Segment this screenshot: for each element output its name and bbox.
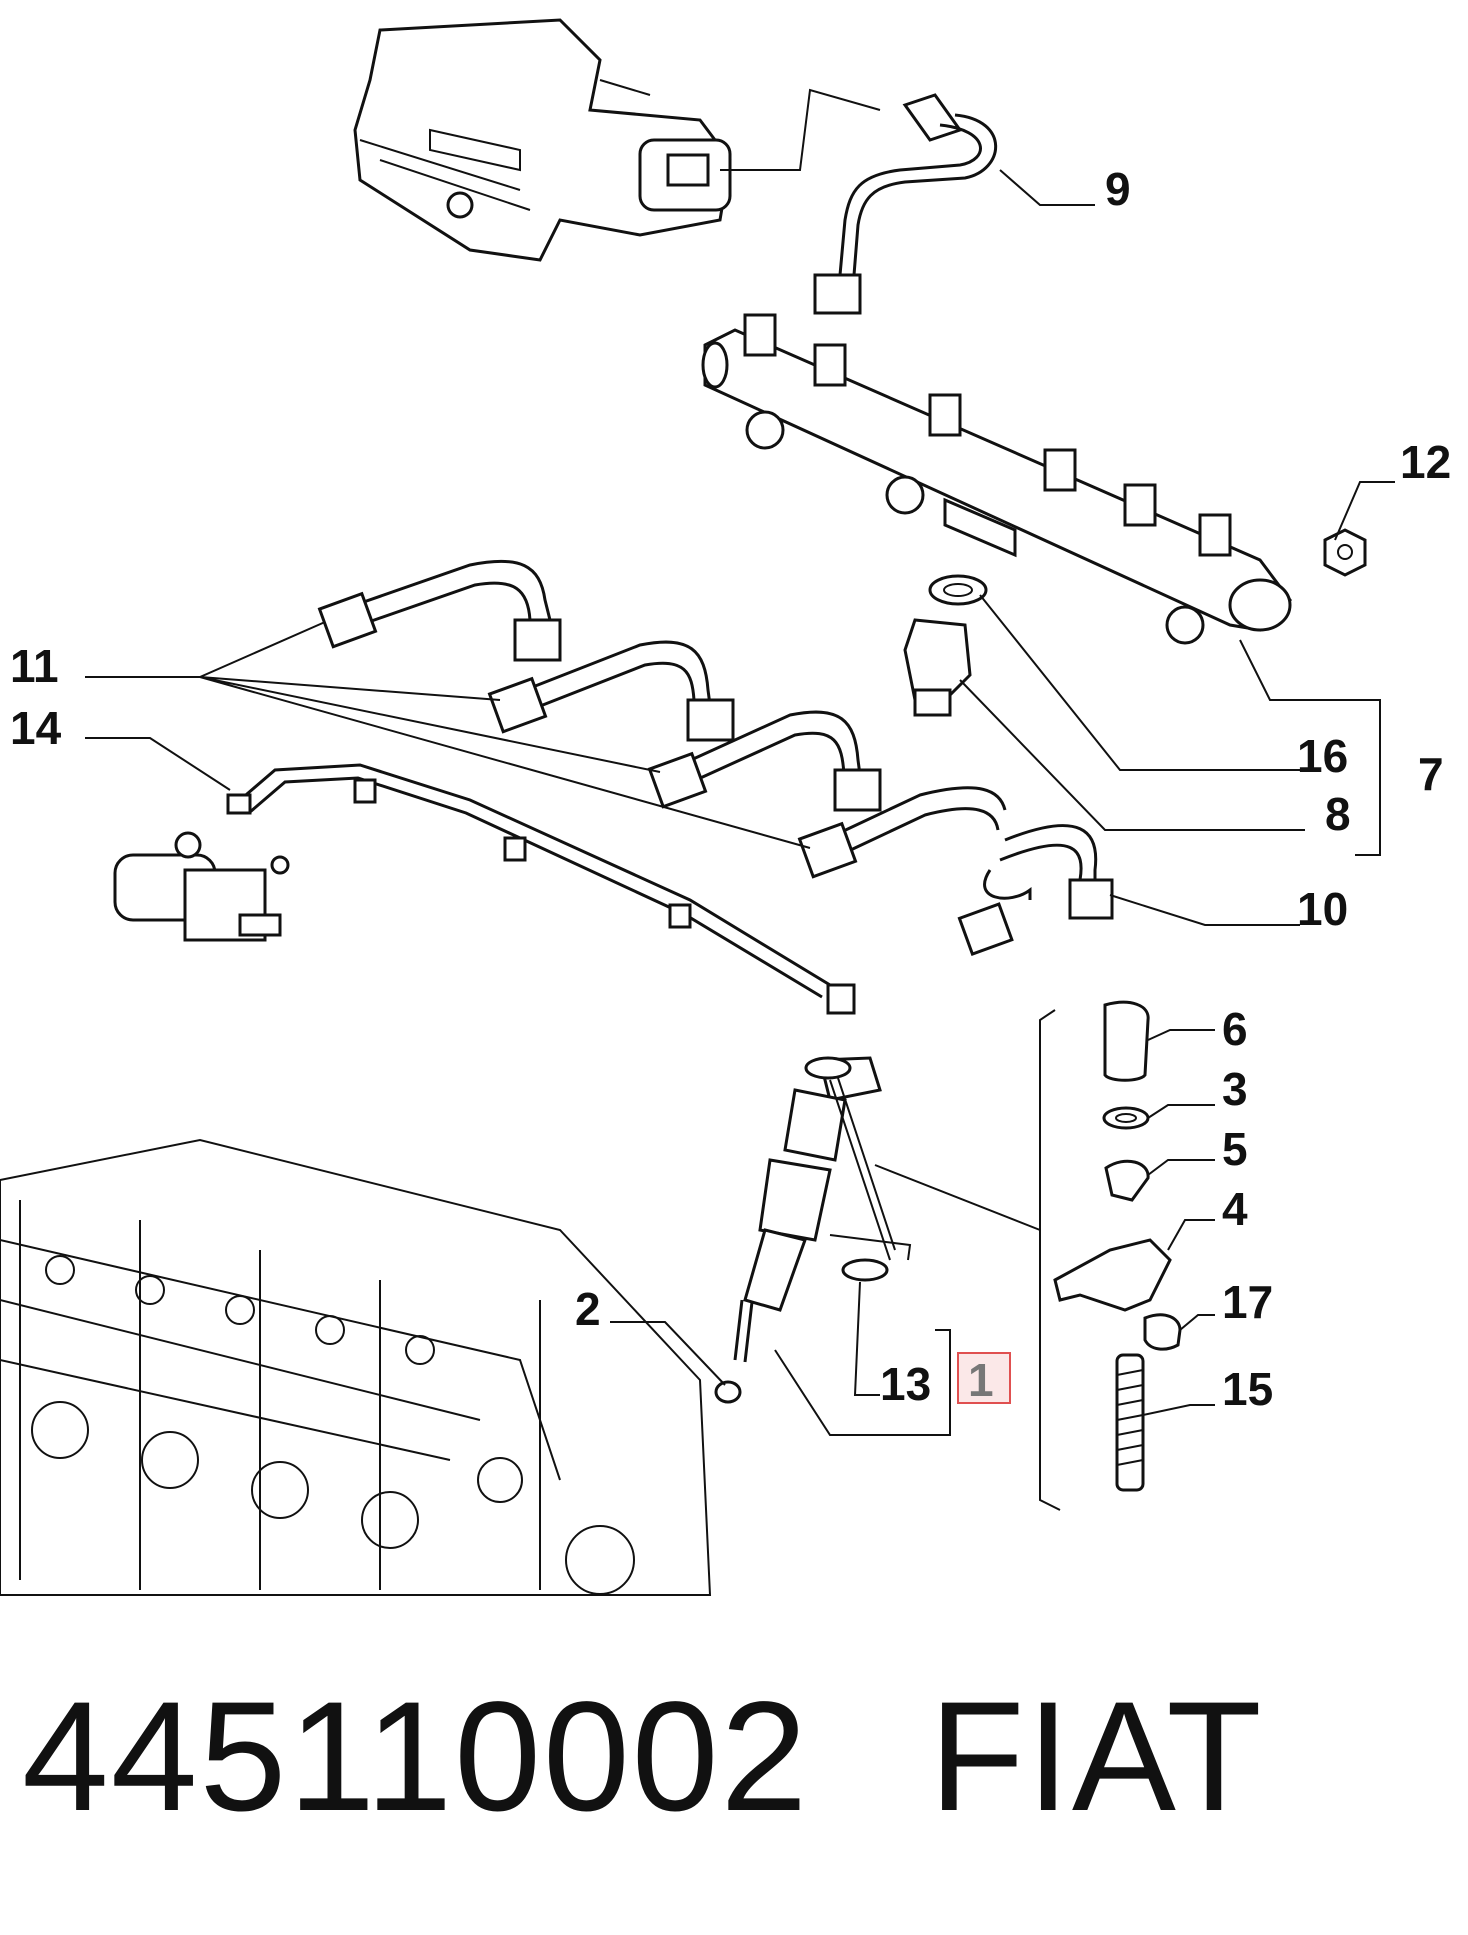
- pipe-9-drawing: [813, 93, 998, 315]
- callout-12[interactable]: 12: [1400, 436, 1451, 488]
- callout-8[interactable]: 8: [1325, 788, 1351, 840]
- callout-10[interactable]: 10: [1297, 883, 1348, 935]
- callout-15[interactable]: 15: [1222, 1363, 1273, 1415]
- callout-4[interactable]: 4: [1222, 1183, 1248, 1235]
- injector-pipes-drawing: [317, 559, 1114, 957]
- injector-drawing: [714, 1056, 912, 1404]
- part-number: 445110002: [22, 1670, 810, 1844]
- highlight-box: [957, 1352, 1011, 1404]
- pressure-sensor-drawing: [903, 574, 988, 717]
- leak-off-pipe-drawing: [226, 763, 856, 1015]
- callout-3[interactable]: 3: [1222, 1063, 1248, 1115]
- high-pressure-pump-drawing: [353, 18, 881, 262]
- callout-9[interactable]: 9: [1105, 163, 1131, 215]
- part-footer: 445110002 FIAT: [22, 1668, 1264, 1847]
- nut-12-drawing: [1323, 528, 1367, 577]
- callout-2[interactable]: 2: [575, 1283, 601, 1335]
- clamp-group-drawing: [874, 1000, 1182, 1511]
- callout-6[interactable]: 6: [1222, 1003, 1248, 1055]
- callout-7[interactable]: 7: [1418, 748, 1444, 800]
- cylinder-head-drawing: [0, 1138, 712, 1596]
- valve-drawing: [113, 831, 290, 942]
- callout-13[interactable]: 13: [880, 1358, 931, 1410]
- callout-17[interactable]: 17: [1222, 1276, 1273, 1328]
- callout-5[interactable]: 5: [1222, 1123, 1248, 1175]
- callout-14[interactable]: 14: [10, 702, 62, 754]
- fuel-rail-drawing: [701, 313, 1292, 645]
- callout-1[interactable]: 1: [968, 1354, 994, 1406]
- brand-name: FIAT: [929, 1670, 1264, 1844]
- callout-16[interactable]: 16: [1297, 730, 1348, 782]
- callout-11[interactable]: 11: [10, 640, 59, 692]
- callout-labels: 9 12 11 14 16 7 8 10 6 3 5 4 17 15 2 13 …: [10, 163, 1451, 1415]
- leader-lines: [85, 169, 1395, 1436]
